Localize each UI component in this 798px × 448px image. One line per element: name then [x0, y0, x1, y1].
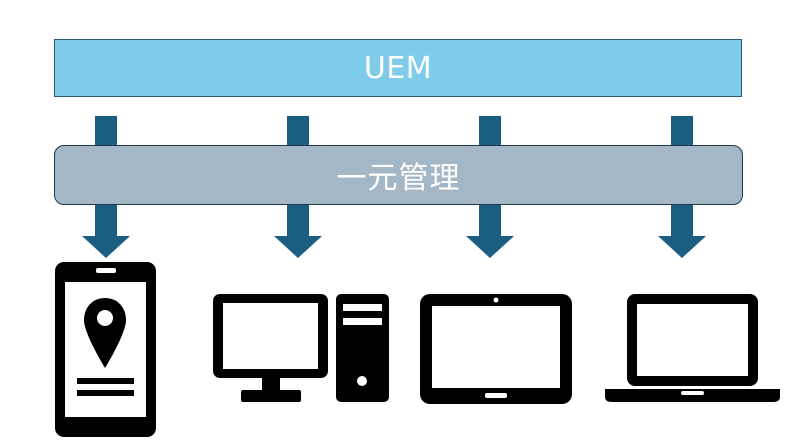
arrow-stem-upper-3 [479, 116, 501, 146]
unified-management-label: 一元管理 [336, 161, 461, 196]
arrow-stem-upper-2 [287, 116, 309, 146]
desktop-tower-icon [213, 294, 389, 402]
uem-bar: UEM [54, 39, 742, 97]
arrow-stem-upper-1 [95, 116, 117, 146]
unified-management-bar: 一元管理 [54, 145, 743, 205]
arrow-down-icon [274, 205, 322, 258]
arrow-down-icon [466, 205, 514, 258]
smartphone-location-icon [55, 262, 156, 437]
arrow-down-icon [658, 205, 706, 258]
arrow-stem-upper-4 [671, 116, 693, 146]
tablet-icon [420, 294, 572, 404]
uem-label: UEM [363, 50, 433, 86]
arrow-down-icon [82, 205, 130, 258]
laptop-icon [605, 294, 780, 402]
